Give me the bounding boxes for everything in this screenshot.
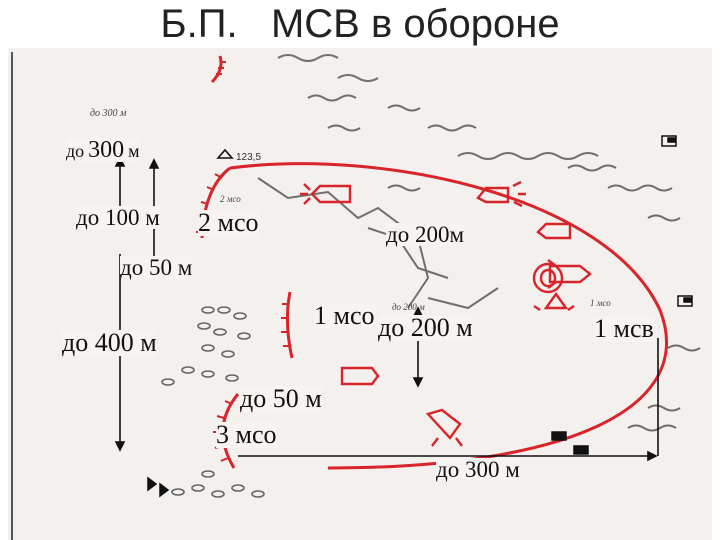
distance-300-bottom-label: до 300 м	[436, 457, 520, 482]
distance-300-value: 300	[88, 137, 125, 163]
elevation-mark: 123,5	[236, 152, 261, 163]
distance-50-top-label: до 50 м	[120, 255, 193, 280]
tactical-map: 123,5 до 300 м 2 мсо до 200 м 1 мсо до 3…	[8, 48, 712, 540]
small-company-1: 1 мсо	[590, 298, 611, 308]
small-company-2: 2 мсо	[220, 194, 241, 204]
distance-100-label: до 100 м	[76, 205, 160, 230]
distance-300-prefix: до	[66, 141, 85, 161]
flags	[147, 135, 693, 498]
company-3-label: 3 мсо	[216, 420, 277, 449]
map-drawing: 123,5 до 300 м 2 мсо до 200 м 1 мсо	[11, 52, 701, 540]
vehicle-symbols	[300, 180, 592, 447]
distance-200-mid-label: до 200 м	[378, 313, 473, 342]
distance-200-top-label: до 200м	[386, 222, 465, 247]
bushes	[161, 306, 265, 498]
company-1-label: 1 мсо	[314, 301, 375, 330]
distance-300-label: до 300 м	[66, 138, 140, 162]
battalion-1-label: 1 мсв	[594, 314, 654, 343]
distance-300-unit: м	[128, 141, 140, 161]
distance-400-label: до 400 м	[62, 328, 157, 357]
terrain-marks	[257, 54, 701, 432]
slide-title: Б.П. МСВ в обороне	[160, 2, 560, 46]
defense-perimeter	[229, 162, 668, 470]
small-distance-200: до 200 м	[392, 302, 425, 312]
company-2-label: 2 мсо	[198, 208, 259, 237]
distance-50-bottom-label: до 50 м	[240, 384, 322, 413]
small-distance-300: до 300 м	[90, 108, 127, 119]
distance-arrows	[114, 148, 659, 462]
